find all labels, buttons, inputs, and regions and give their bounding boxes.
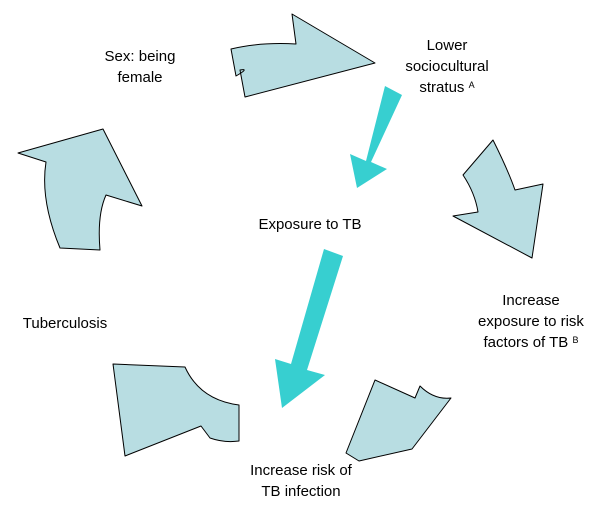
cycle-arrow-tuberculosis-to-sex	[17, 128, 143, 251]
cycle-arrow-exposure-to-risk	[345, 379, 452, 462]
node-tuberculosis-line1: Tuberculosis	[22, 315, 108, 332]
node-incexp-line1: Increase	[502, 292, 560, 309]
node-sex-female: Sex: being female	[90, 46, 190, 88]
node-increase-risk: Increase risk of TB infection	[236, 460, 366, 502]
node-stratus-line3-wrap: stratus A	[397, 77, 497, 98]
node-incexp-note: B	[572, 335, 579, 345]
node-sex-line2: female	[117, 69, 163, 86]
pathway-arrow-stratus-to-exposure	[350, 86, 402, 188]
cycle-arrow-risk-to-tuberculosis	[112, 363, 240, 457]
node-lower-stratus: Lower sociocultural stratus A	[397, 35, 497, 98]
cycle-arrow-stratus-to-exposure	[452, 139, 544, 259]
node-tuberculosis: Tuberculosis	[10, 313, 120, 334]
pathway-arrow-exposure-to-risk	[275, 249, 343, 408]
node-sex-line1: Sex: being	[104, 48, 176, 65]
node-stratus-line2: sociocultural	[405, 58, 489, 75]
node-exposure-line1: Exposure to TB	[258, 216, 362, 233]
cycle-arrow-sex-to-stratus	[230, 13, 376, 98]
node-incexp-line3: factors of TB	[483, 334, 569, 351]
node-stratus-line3: stratus	[419, 79, 465, 96]
node-incexp-line2: exposure to risk	[478, 313, 584, 330]
node-exposure-to-tb: Exposure to TB	[250, 214, 370, 235]
node-increase-exposure: Increase exposure to risk factors of TB …	[468, 290, 594, 353]
node-incexp-line3-wrap: factors of TB B	[468, 332, 594, 353]
node-risk-line1: Increase risk of	[250, 462, 352, 479]
node-stratus-note: A	[468, 80, 475, 90]
node-stratus-line1: Lower	[426, 37, 468, 54]
node-risk-line2: TB infection	[261, 483, 341, 500]
